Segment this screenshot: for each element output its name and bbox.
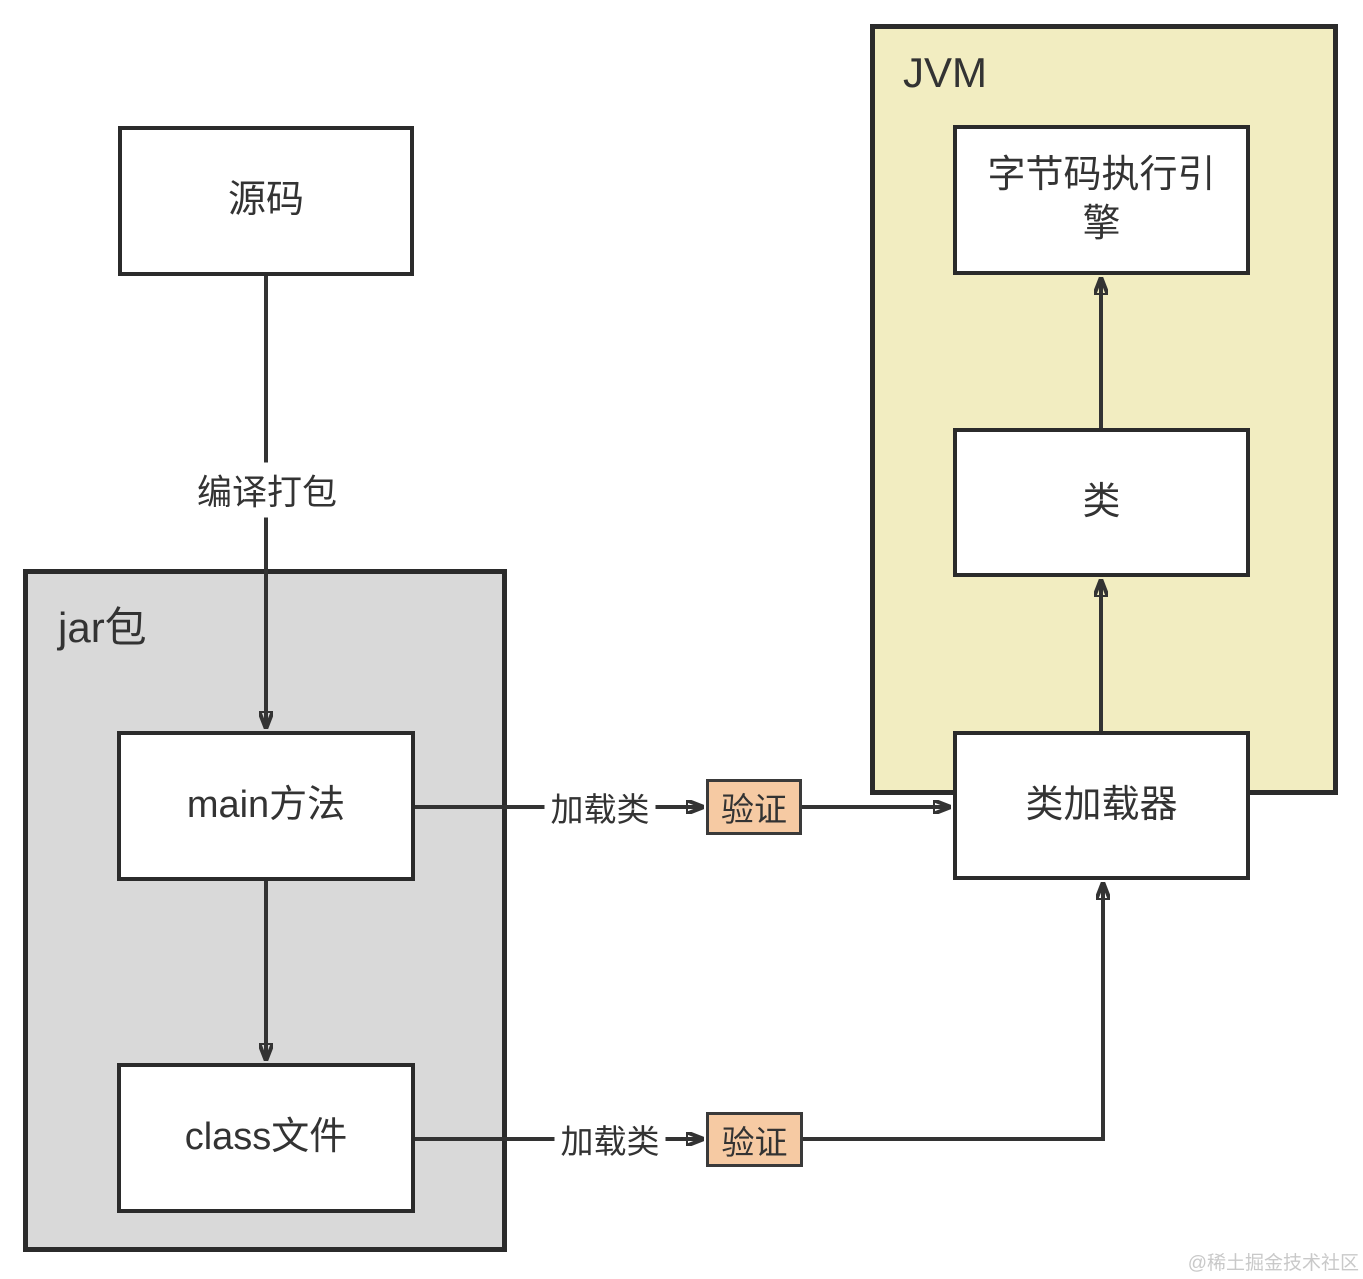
bytecode-engine-label: 字节码执行引擎 — [987, 153, 1216, 245]
source-code-label: 源码 — [227, 179, 304, 222]
verify-badge-1: 验证 — [706, 779, 802, 835]
main-method-node: main方法 — [117, 731, 415, 881]
class-file-label: class文件 — [184, 1116, 348, 1159]
verify-badge-2-label: 验证 — [721, 1123, 788, 1161]
class-loader-label: 类加载器 — [1025, 783, 1178, 826]
jvm-label: JVM — [903, 49, 987, 96]
jar-package-label: jar包 — [58, 604, 147, 651]
edge-label-load-class-1: 加载类 — [544, 781, 656, 833]
verify-badge-2: 验证 — [706, 1112, 803, 1167]
arrow-verify2-to-loader — [803, 883, 1103, 1141]
bytecode-engine-node: 字节码执行引擎 — [953, 125, 1250, 275]
class-label: 类 — [1082, 480, 1121, 523]
class-file-node: class文件 — [117, 1063, 415, 1213]
watermark: @稀土掘金技术社区 — [1187, 1253, 1359, 1274]
edge-label-load-class-2: 加载类 — [554, 1113, 666, 1165]
verify-badge-1-label: 验证 — [721, 791, 787, 828]
edge-label-compile-package: 编译打包 — [190, 462, 344, 518]
main-method-label: main方法 — [186, 784, 346, 827]
source-code-node: 源码 — [118, 126, 414, 276]
class-node: 类 — [953, 428, 1250, 577]
class-loader-node: 类加载器 — [953, 731, 1250, 880]
